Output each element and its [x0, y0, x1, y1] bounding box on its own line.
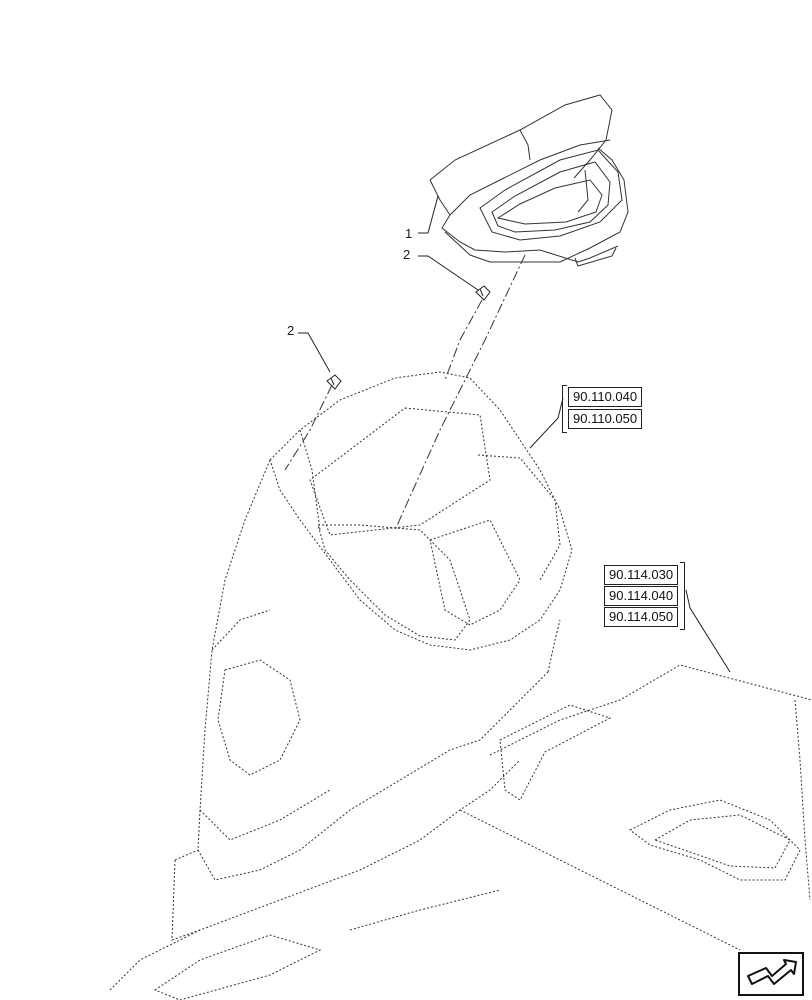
callout-part-1: 1 — [405, 226, 412, 241]
console-housing — [171, 371, 573, 941]
leader-lines — [298, 195, 731, 673]
reference-link-90-114-030[interactable]: 90.114.030 — [604, 565, 679, 585]
bracket — [680, 562, 685, 630]
assembly-axis-lines — [284, 254, 526, 531]
return-arrow-icon[interactable] — [738, 952, 804, 996]
reference-link-90-110-040[interactable]: 90.110.040 — [568, 387, 643, 407]
instrument-cover-part — [429, 94, 629, 267]
reference-link-90-110-050[interactable]: 90.110.050 — [568, 409, 643, 429]
clip-part — [326, 285, 491, 390]
callout-part-2-upper: 2 — [403, 247, 410, 262]
reference-link-90-114-050[interactable]: 90.114.050 — [604, 607, 679, 627]
reference-link-90-114-040[interactable]: 90.114.040 — [604, 586, 679, 606]
floor-plate — [109, 664, 812, 1000]
return-arrow-glyph — [747, 959, 797, 985]
bracket — [562, 385, 567, 433]
callout-part-2-lower: 2 — [287, 323, 294, 338]
